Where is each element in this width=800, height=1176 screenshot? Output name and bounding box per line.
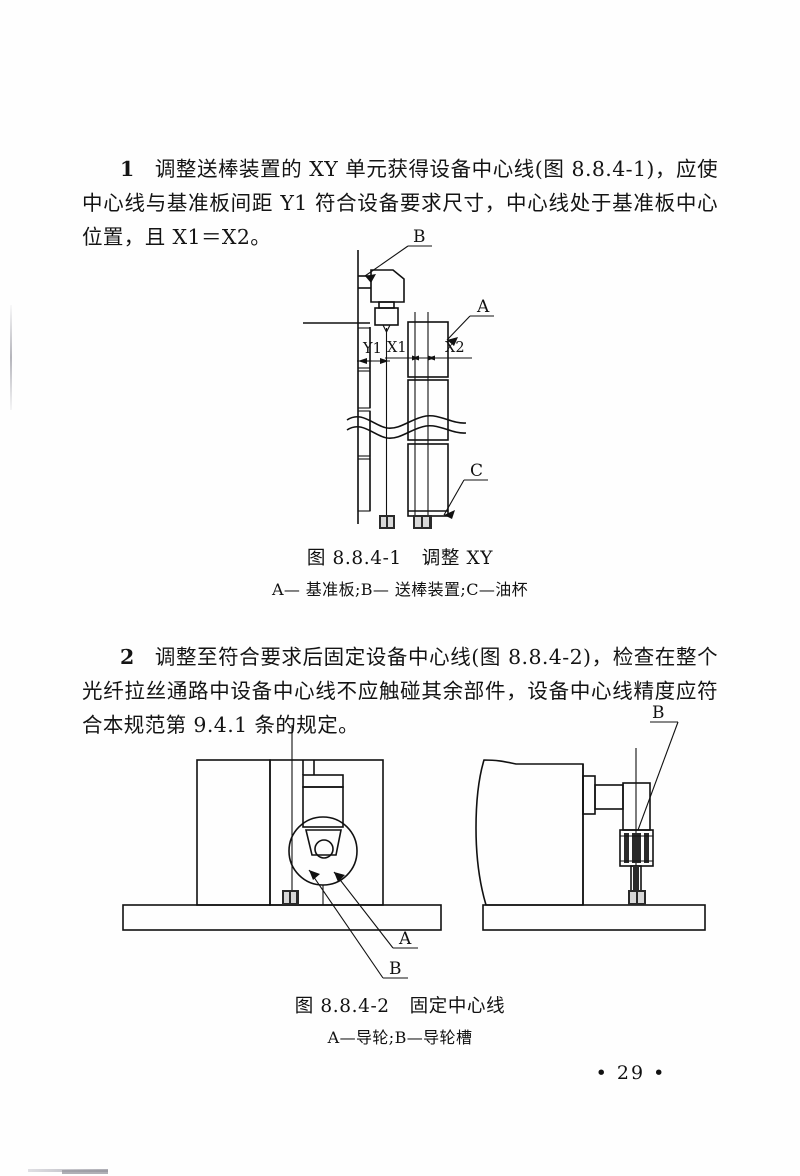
callout-a-leader-fig2 [333, 871, 418, 949]
oil-cup-left [379, 515, 395, 529]
dimension-y1 [357, 358, 390, 364]
figure-2-legend: A—导轮;B—导轮槽 [327, 1028, 473, 1047]
callout-label-a: A [476, 297, 490, 317]
dimension-label-x2: X2 [445, 340, 465, 356]
dimension-label-x1: X1 [387, 340, 407, 356]
callout-a-leader [446, 315, 494, 346]
paragraph-1-text: 调整送棒装置的 XY 单元获得设备中心线(图 8.8.4-1)，应使中心线与基准… [82, 156, 718, 249]
paragraph-1-number: 1 [120, 156, 135, 181]
figure-1-caption-title: 调整 XY [421, 548, 494, 569]
break-lines [346, 414, 467, 439]
feeder-device-body [358, 269, 405, 334]
callout-b-leader [364, 245, 432, 283]
callout-label-a-fig2: A [398, 929, 412, 949]
scan-artifact-left-margin [10, 305, 12, 410]
dimension-label-y1: Y1 [362, 341, 382, 357]
base-plate-right-column [407, 312, 449, 517]
figure-1-drawing: B [303, 228, 494, 529]
page-number: • 29 • [595, 1062, 667, 1084]
figure-1-caption: 图 8.8.4-1 调整 XY [0, 544, 800, 570]
figure-2-left-view: A B [122, 725, 442, 979]
paragraph-2-number: 2 [120, 644, 135, 669]
callout-label-b-fig2-left: B [389, 959, 402, 979]
callout-label-c: C [470, 461, 483, 481]
figure-2-caption: 图 8.8.4-2 固定中心线 [0, 992, 800, 1018]
oil-cup-right [413, 515, 432, 529]
dimension-x1-x2 [385, 355, 472, 361]
callout-b-leader-fig2-left [308, 869, 408, 979]
figure-2-right-view: B [475, 703, 706, 931]
oil-cup-left-view [282, 890, 299, 905]
callout-b-leader-fig2-right [637, 721, 679, 831]
callout-label-b-fig2-right: B [652, 703, 665, 723]
figure-2-drawing: A B [122, 703, 706, 979]
callout-c-leader [443, 479, 488, 519]
scan-artifact-bottom-edge-dark [62, 1170, 108, 1174]
paragraph-2-text: 调整至符合要求后固定设备中心线(图 8.8.4-2)，检查在整个光纤拉丝通路中设… [82, 644, 718, 737]
reference-plate-left-column [357, 323, 371, 524]
callout-label-b: B [413, 228, 426, 247]
figure-8-8-4-2: A B [0, 700, 800, 1060]
oil-cup-right-view [628, 890, 646, 905]
figure-2-caption-title: 固定中心线 [409, 996, 506, 1017]
figure-1-caption-number: 图 8.8.4-1 [306, 548, 402, 569]
figure-2-caption-number: 图 8.8.4-2 [294, 996, 390, 1017]
figure-1-legend: A— 基准板;B— 送棒装置;C—油杯 [271, 580, 529, 599]
figure-8-8-4-1: B [0, 228, 800, 599]
guide-wheel-groove [314, 839, 334, 859]
